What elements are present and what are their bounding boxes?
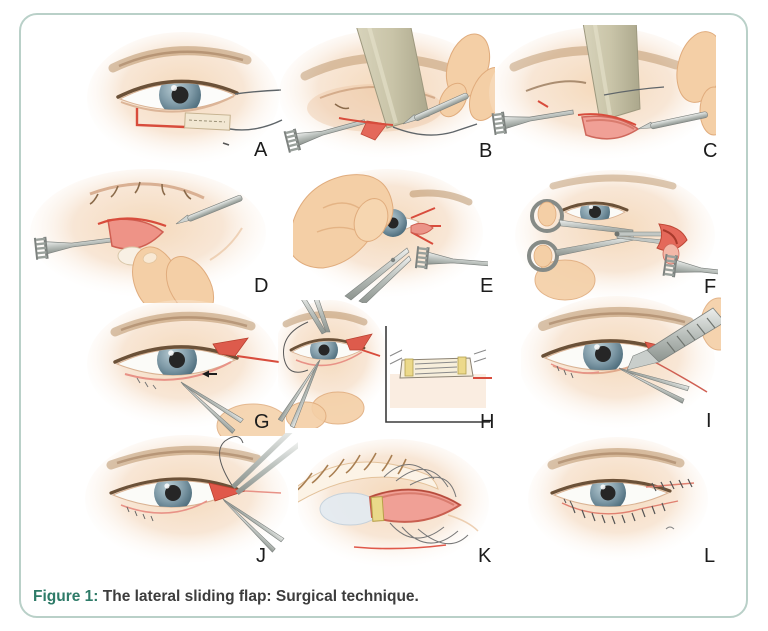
panel-g — [85, 298, 285, 436]
figure-caption: Figure 1: The lateral sliding flap: Surg… — [33, 588, 419, 606]
panel-i-label: I — [706, 410, 712, 432]
panel-a-illustration — [87, 32, 283, 163]
panel-b — [275, 28, 495, 168]
panel-e — [293, 168, 488, 303]
panel-c — [486, 25, 716, 165]
panel-l-label: L — [704, 545, 716, 567]
figure-caption-label: Figure 1: — [33, 588, 99, 605]
panel-f-label: F — [704, 276, 717, 298]
panel-d — [28, 168, 273, 303]
panel-a-label: A — [254, 139, 268, 161]
panel-b-illustration — [279, 28, 495, 158]
panel-a — [85, 28, 285, 163]
panel-e-label: E — [480, 275, 494, 297]
panel-c-illustration — [489, 25, 716, 159]
panel-j-label: J — [256, 545, 266, 567]
panel-k-illustration — [298, 439, 489, 567]
panel-f — [513, 168, 718, 308]
panel-k-label: K — [478, 545, 492, 567]
panel-f-illustration — [515, 170, 718, 302]
panel-l — [528, 437, 713, 567]
panel-d-label: D — [254, 275, 269, 297]
panel-i — [521, 296, 721, 438]
panel-i-illustration — [521, 296, 721, 428]
panel-e-illustration — [293, 169, 488, 303]
panel-j — [83, 433, 298, 573]
panel-j-illustration — [85, 433, 298, 563]
panel-h — [278, 300, 496, 428]
panel-l-illustration — [528, 437, 708, 561]
figure-caption-text: The lateral sliding flap: Surgical techn… — [102, 588, 419, 605]
panel-h-label: H — [480, 411, 495, 433]
panel-g-illustration — [87, 300, 285, 436]
panel-g-label: G — [254, 411, 270, 433]
panel-b-label: B — [479, 140, 493, 162]
panel-h-illustration — [278, 300, 492, 428]
panel-c-label: C — [703, 140, 718, 162]
panel-k — [298, 435, 493, 570]
panel-d-illustration — [30, 169, 266, 303]
